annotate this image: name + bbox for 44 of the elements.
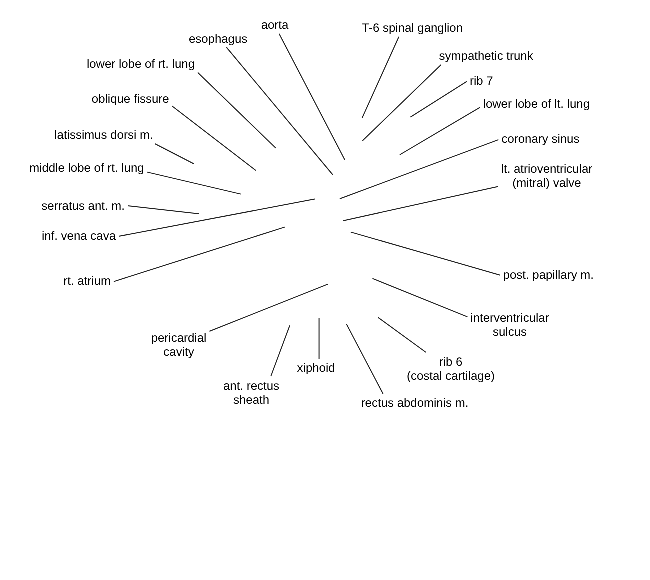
- leader-line: [114, 226, 286, 282]
- leader-line: [118, 198, 316, 238]
- part-label: serratus ant. m.: [38, 197, 128, 215]
- part-label: pericardial cavity: [148, 329, 210, 361]
- leader-line: [342, 186, 499, 222]
- leader-line: [378, 317, 427, 353]
- part-label: lt. atrioventricular (mitral) valve: [498, 160, 596, 192]
- part-label: inf. vena cava: [38, 227, 119, 245]
- leader-line: [362, 64, 442, 142]
- leader-line: [226, 47, 334, 176]
- leader-line: [128, 205, 200, 214]
- leader-line: [270, 325, 290, 377]
- part-label: middle lobe of rt. lung: [26, 159, 148, 177]
- leader-line: [410, 81, 468, 118]
- leader-line: [154, 144, 194, 164]
- part-label: esophagus: [186, 30, 251, 48]
- leader-line: [362, 36, 400, 119]
- leader-line: [172, 106, 256, 172]
- part-label: rib 6 (costal cartilage): [404, 352, 498, 384]
- leader-line: [209, 284, 329, 332]
- leader-line: [372, 278, 468, 318]
- part-label: interventricular sulcus: [468, 308, 552, 340]
- leader-line: [278, 34, 346, 160]
- part-label: lower lobe of lt. lung: [480, 95, 594, 113]
- leader-line: [198, 72, 276, 149]
- part-label: sympathetic trunk: [436, 47, 536, 65]
- leader-line: [146, 172, 242, 195]
- part-label: T-6 spinal ganglion: [359, 19, 466, 37]
- part-label: coronary sinus: [498, 130, 583, 148]
- part-label: rectus abdominis m.: [358, 394, 472, 412]
- part-label: post. papillary m.: [500, 266, 597, 284]
- part-label: rt. atrium: [60, 272, 114, 290]
- part-label: lower lobe of rt. lung: [84, 55, 198, 73]
- leader-line: [318, 318, 320, 360]
- part-label: latissimus dorsi m.: [52, 126, 156, 144]
- leader-line: [350, 232, 501, 276]
- part-label: xiphoid: [294, 359, 338, 377]
- leader-line: [400, 107, 481, 156]
- part-label: ant. rectus sheath: [220, 376, 283, 408]
- part-label: oblique fissure: [88, 90, 172, 108]
- part-label: rib 7: [467, 72, 496, 90]
- leader-line: [346, 324, 384, 394]
- part-label: aorta: [258, 16, 292, 34]
- leader-line: [340, 139, 500, 200]
